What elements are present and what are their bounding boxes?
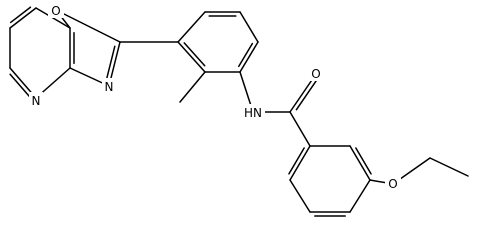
bond-pyr-6-inner <box>9 6 32 24</box>
bond-phB-5 <box>349 145 371 181</box>
bond-phB-2 <box>289 179 311 213</box>
atom-NH-amide: HN <box>244 106 262 120</box>
bond-phA-6-inner <box>183 42 206 67</box>
bond-carbonyl-inner <box>295 80 317 111</box>
molecule-canvas: O N N HN O O <box>9 2 469 217</box>
bond-pyr-6 <box>9 7 37 29</box>
bond-phA-4 <box>239 41 259 73</box>
bond-phA-1 <box>177 11 206 43</box>
atom-O-oxazole: O <box>51 4 60 18</box>
bond-phB-4 <box>349 179 371 213</box>
bond-phB-1 <box>289 145 311 181</box>
atom-O-ether: O <box>388 177 397 191</box>
molecule-structure-diagram: O N N HN O O <box>9 2 469 217</box>
bond-phA-4-inner <box>237 42 254 68</box>
bond-phB-5-inner <box>355 147 372 175</box>
bond-phA-6 <box>177 41 206 73</box>
bond-link-amide-phenyl <box>289 111 311 147</box>
bond-ox-2 <box>55 9 121 43</box>
atom-O-carbonyl: O <box>311 67 320 81</box>
bond-phA-3 <box>239 11 259 43</box>
bond-layer <box>9 6 469 217</box>
bond-phB-1-inner <box>288 147 305 175</box>
bond-ch2-ch3 <box>429 157 469 177</box>
atom-N-oxazole: N <box>105 80 114 94</box>
atom-label-layer: O N N HN O O <box>29 2 401 191</box>
bond-ox-3-inner <box>105 45 116 81</box>
atom-N-pyridine: N <box>32 94 41 108</box>
bond-methyl <box>179 71 206 103</box>
bond-pyr-2-inner <box>9 73 31 98</box>
